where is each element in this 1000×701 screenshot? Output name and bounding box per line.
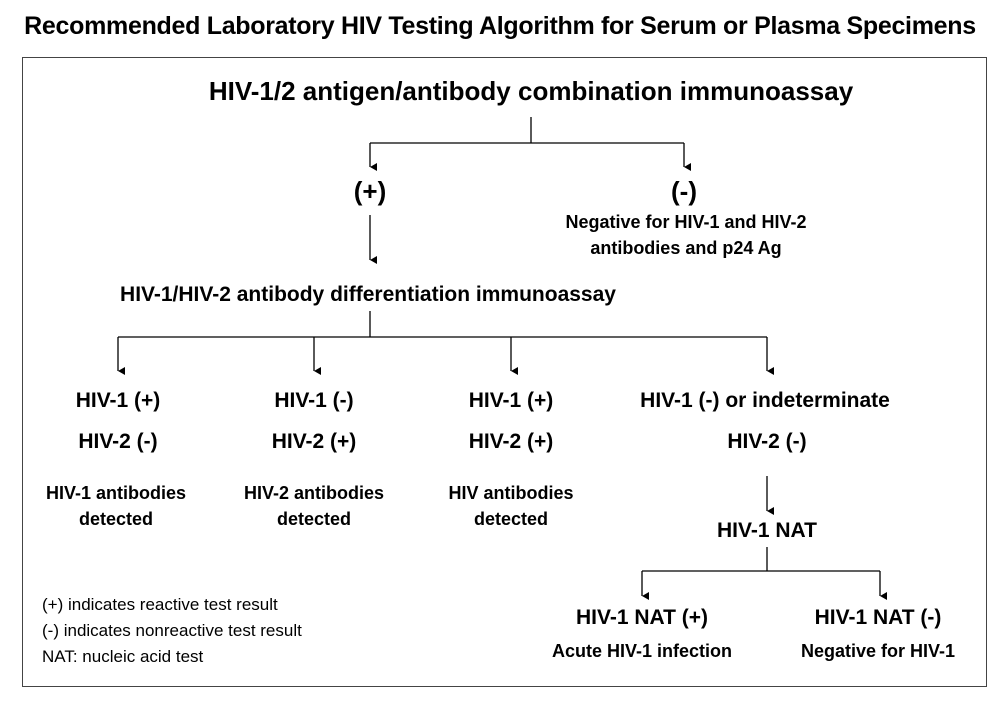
diagram-title: Recommended Laboratory HIV Testing Algor… bbox=[24, 12, 976, 40]
legend-item: (+) indicates reactive test result bbox=[42, 595, 278, 614]
legend: (+) indicates reactive test result (-) i… bbox=[42, 592, 302, 670]
differentiation-test: HIV-1/HIV-2 antibody differentiation imm… bbox=[120, 283, 616, 306]
outcome-2-desc-line2: detected bbox=[276, 509, 352, 529]
outcome-1-hiv2: HIV-2 (-) bbox=[78, 430, 158, 453]
root-test: HIV-1/2 antigen/antibody combination imm… bbox=[208, 76, 854, 106]
legend-item: (-) indicates nonreactive test result bbox=[42, 621, 302, 640]
outcome-1-desc-line1: HIV-1 antibodies bbox=[45, 483, 187, 503]
outcome-1-hiv1: HIV-1 (+) bbox=[75, 389, 161, 412]
outcome-2-desc-line1: HIV-2 antibodies bbox=[243, 483, 385, 503]
negative-desc-line1: Negative for HIV-1 and HIV-2 bbox=[565, 212, 807, 232]
outcome-4-hiv1: HIV-1 (-) or indeterminate bbox=[640, 389, 890, 412]
negative-result: (-) bbox=[671, 176, 697, 206]
outcome-1-desc-line2: detected bbox=[78, 509, 154, 529]
outcome-4-hiv2: HIV-2 (-) bbox=[727, 430, 807, 453]
nat-negative-result: HIV-1 NAT (-) bbox=[814, 606, 942, 629]
outcome-2-hiv2: HIV-2 (+) bbox=[271, 430, 357, 453]
negative-desc-line2: antibodies and p24 Ag bbox=[590, 238, 782, 258]
outcome-3-desc-line1: HIV antibodies bbox=[448, 483, 574, 503]
outcome-3-desc-line2: detected bbox=[473, 509, 549, 529]
nat-test: HIV-1 NAT bbox=[717, 519, 817, 542]
outcome-2-hiv1: HIV-1 (-) bbox=[274, 389, 354, 412]
nat-positive-result: HIV-1 NAT (+) bbox=[575, 606, 709, 629]
outcome-3-hiv1: HIV-1 (+) bbox=[468, 389, 554, 412]
flowchart-frame bbox=[22, 57, 987, 687]
outcome-3-hiv2: HIV-2 (+) bbox=[468, 430, 554, 453]
nat-positive-desc: Acute HIV-1 infection bbox=[551, 641, 733, 661]
legend-item: NAT: nucleic acid test bbox=[42, 647, 204, 666]
positive-result: (+) bbox=[353, 176, 387, 206]
nat-negative-desc: Negative for HIV-1 bbox=[800, 641, 956, 661]
